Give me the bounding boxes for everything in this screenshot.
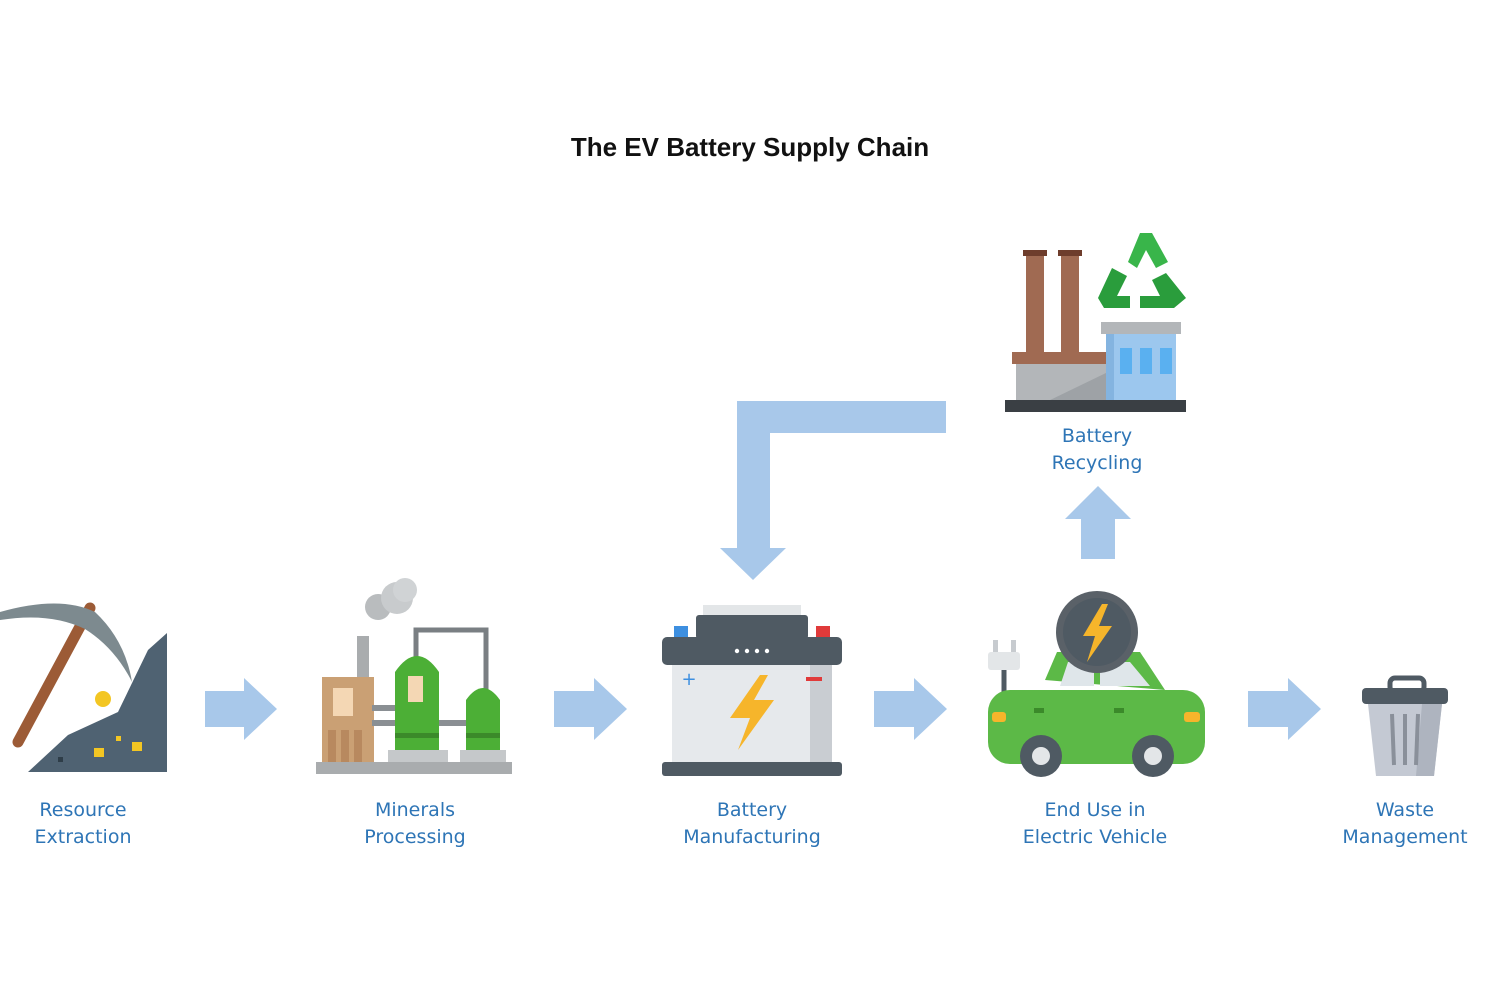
flow-arrow-4 <box>1248 678 1321 740</box>
stage-label-line: Processing <box>364 826 466 848</box>
stage-label-line: Minerals <box>374 799 456 821</box>
stage-label-line: Waste <box>1375 799 1435 821</box>
stage-label-line: Recycling <box>1051 452 1143 474</box>
stage-label-line: Battery <box>1061 425 1133 447</box>
stage-label-waste-management: Waste Management <box>1285 797 1500 851</box>
stage-label-line: Manufacturing <box>683 826 821 848</box>
stage-label-line: Management <box>1342 826 1468 848</box>
stage-label-line: Extraction <box>34 826 132 848</box>
flow-arrow-recycling-loop <box>720 401 946 580</box>
stage-label-line: Battery <box>716 799 788 821</box>
stage-label-line: Electric Vehicle <box>1022 826 1168 848</box>
stage-label-line: End Use in <box>1044 799 1146 821</box>
pickaxe-mine-icon <box>0 602 167 772</box>
processing-plant-icon <box>316 578 512 774</box>
recycling-factory-icon <box>1005 233 1186 412</box>
flow-arrow-2 <box>554 678 627 740</box>
stage-label-line: Resource <box>39 799 127 821</box>
trash-can-icon <box>1362 675 1448 776</box>
diagram-title: The EV Battery Supply Chain <box>570 132 930 162</box>
stage-label-battery-manufacturing: Battery Manufacturing <box>632 797 872 851</box>
stage-label-minerals-processing: Minerals Processing <box>295 797 535 851</box>
flow-arrow-3 <box>874 678 947 740</box>
stage-label-end-use: End Use in Electric Vehicle <box>975 797 1215 851</box>
flow-arrow-1 <box>205 678 277 740</box>
car-battery-icon: + <box>662 605 842 776</box>
stage-label-battery-recycling: Battery Recycling <box>977 423 1217 477</box>
electric-car-icon <box>988 591 1205 777</box>
flow-arrow-up-to-recycling <box>1065 486 1131 559</box>
stage-label-resource-extraction: Resource Extraction <box>0 797 203 851</box>
svg-text:+: + <box>681 669 696 690</box>
